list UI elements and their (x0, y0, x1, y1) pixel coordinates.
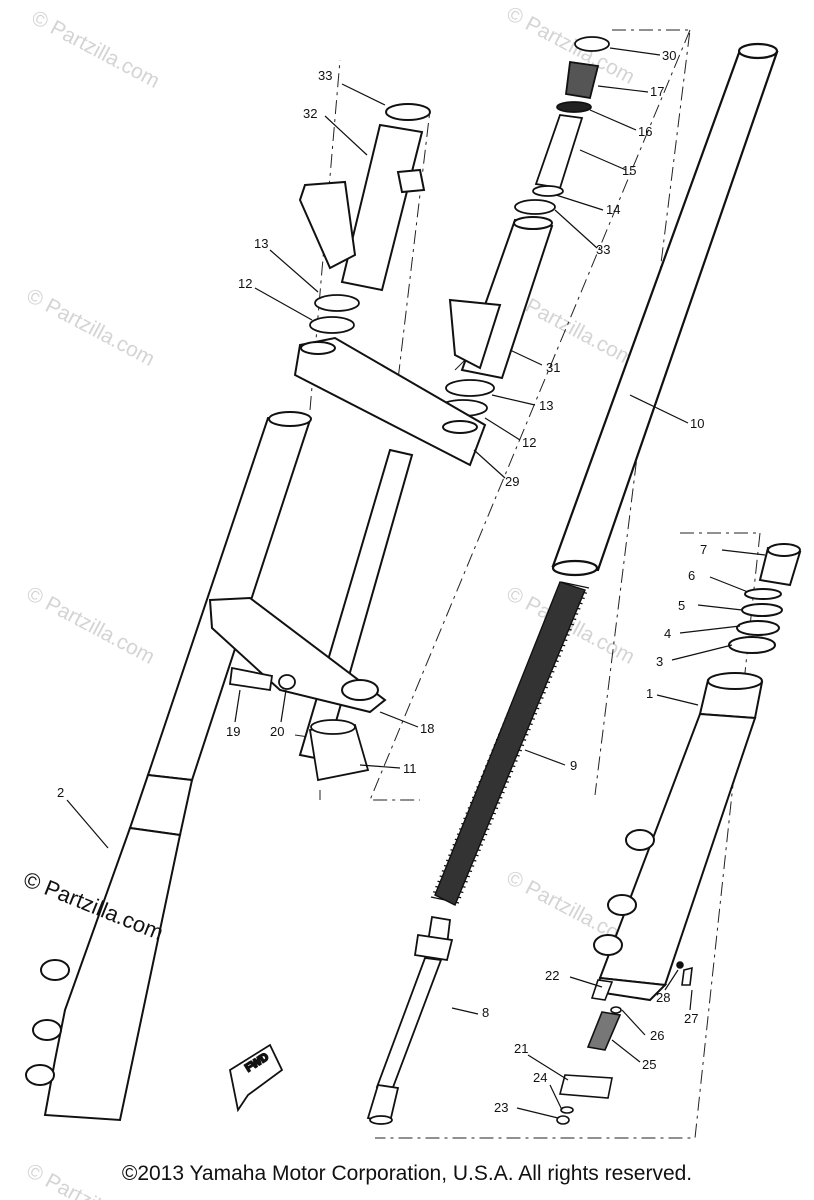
callout-4: 4 (664, 626, 671, 641)
callout-13: 13 (254, 236, 268, 251)
callout-11: 11 (403, 761, 417, 776)
callout-12: 12 (522, 435, 536, 450)
callout-31: 31 (546, 360, 560, 375)
handle-bracket-part (298, 103, 431, 292)
callout-25: 25 (642, 1057, 656, 1072)
callout-10: 10 (690, 416, 704, 431)
callout-32: 32 (303, 106, 317, 121)
callout-24: 24 (533, 1070, 547, 1085)
copyright-notice: ©2013 Yamaha Motor Corporation, U.S.A. A… (121, 1162, 693, 1185)
callout-27: 27 (684, 1011, 698, 1026)
callout-23: 23 (494, 1100, 508, 1115)
small-parts (228, 666, 370, 782)
callout-30: 30 (662, 48, 676, 63)
callout-26: 26 (650, 1028, 664, 1043)
leader-lines (66, 47, 766, 1119)
watermark: © Partzilla.com (23, 284, 159, 371)
inner-tube-part (551, 42, 779, 577)
callout-14: 14 (606, 202, 620, 217)
callout-9: 9 (570, 758, 577, 773)
callout-5: 5 (678, 598, 685, 613)
callout-1: 1 (646, 686, 653, 701)
callout-18: 18 (420, 721, 434, 736)
callout-33: 33 (318, 68, 332, 83)
callout-15: 15 (622, 163, 636, 178)
callout-33: 33 (596, 242, 610, 257)
cap-bolt-stack (514, 36, 610, 215)
upper-bracket-part (293, 336, 487, 467)
upper-tube-part (448, 216, 554, 380)
callout-6: 6 (688, 568, 695, 583)
callout-16: 16 (638, 124, 652, 139)
callout-labels: 30 17 16 15 14 33 33 32 13 12 31 13 12 2… (57, 48, 707, 1115)
right-fork-leg-part (593, 543, 802, 1002)
fork-spring-part (430, 581, 590, 906)
callout-7: 7 (700, 542, 707, 557)
callout-28: 28 (656, 990, 670, 1005)
callout-21: 21 (514, 1041, 528, 1056)
callout-2: 2 (57, 785, 64, 800)
callout-12: 12 (238, 276, 252, 291)
watermark: © Partzilla.com (28, 6, 164, 93)
callout-29: 29 (505, 474, 519, 489)
callout-13: 13 (539, 398, 553, 413)
callout-3: 3 (656, 654, 663, 669)
callout-19: 19 (226, 724, 240, 739)
damper-rod-part (366, 915, 454, 1125)
callout-8: 8 (482, 1005, 489, 1020)
callout-20: 20 (270, 724, 284, 739)
fwd-arrow-icon: FWD (228, 1043, 284, 1113)
watermark: © Partzilla.com (23, 582, 159, 669)
callout-22: 22 (545, 968, 559, 983)
callout-17: 17 (650, 84, 664, 99)
